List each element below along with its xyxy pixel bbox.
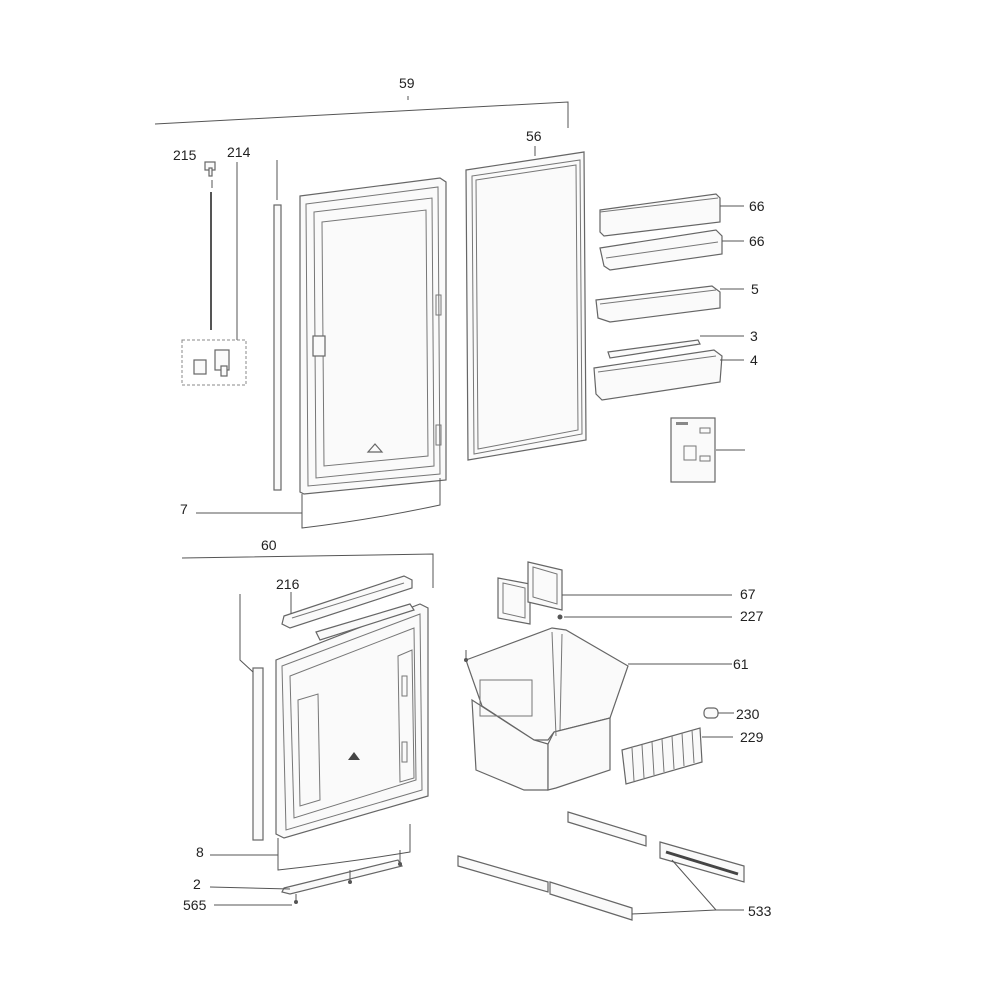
door-shelf-4 bbox=[593, 349, 744, 401]
label-4: 4 bbox=[750, 352, 758, 368]
hinge-pin-215 bbox=[204, 161, 216, 330]
screw-227 bbox=[557, 614, 732, 620]
bracket-60 bbox=[181, 553, 434, 588]
door-shelf-5 bbox=[595, 285, 744, 323]
label-61: 61 bbox=[733, 656, 749, 672]
upper-door-group bbox=[154, 96, 569, 128]
label-229: 229 bbox=[740, 729, 764, 745]
label-5: 5 bbox=[751, 281, 759, 297]
door-strip-upper bbox=[273, 160, 282, 491]
label-56: 56 bbox=[526, 128, 542, 144]
label-7: 7 bbox=[180, 501, 188, 517]
lower-door-panel bbox=[275, 603, 429, 839]
filter-pads-67 bbox=[497, 561, 732, 625]
roller-230 bbox=[703, 707, 734, 719]
shelf-rail-3 bbox=[607, 335, 744, 359]
bin-grate-229 bbox=[621, 727, 733, 785]
label-533: 533 bbox=[748, 903, 772, 919]
bottom-hinge-2 bbox=[209, 850, 403, 906]
label-227: 227 bbox=[740, 608, 764, 624]
label-230: 230 bbox=[736, 706, 760, 722]
label-66b: 66 bbox=[749, 233, 765, 249]
bracket-59 bbox=[154, 101, 569, 128]
upper-door-panel bbox=[299, 177, 447, 495]
label-3: 3 bbox=[750, 328, 758, 344]
label-66a: 66 bbox=[749, 198, 765, 214]
door-shelf-66a bbox=[599, 193, 744, 237]
door-bottom-curve-lower bbox=[277, 824, 411, 871]
label-60: 60 bbox=[261, 537, 277, 553]
label-8: 8 bbox=[196, 844, 204, 860]
door-gasket-56 bbox=[465, 146, 587, 461]
manual-booklet bbox=[670, 417, 745, 483]
door-bottom-curve-upper bbox=[301, 478, 441, 529]
hinge-kit-214 bbox=[181, 339, 247, 386]
label-67: 67 bbox=[740, 586, 756, 602]
label-214: 214 bbox=[227, 144, 251, 160]
door-shelf-66b bbox=[599, 229, 744, 271]
storage-bin-61 bbox=[464, 627, 732, 791]
label-565: 565 bbox=[183, 897, 207, 913]
label-2: 2 bbox=[193, 876, 201, 892]
hinge-cover-216 bbox=[281, 575, 413, 629]
label-215: 215 bbox=[173, 147, 197, 163]
label-216: 216 bbox=[276, 576, 300, 592]
slide-rails-533 bbox=[457, 811, 745, 921]
label-59: 59 bbox=[399, 75, 415, 91]
door-strip-lower bbox=[239, 594, 264, 841]
